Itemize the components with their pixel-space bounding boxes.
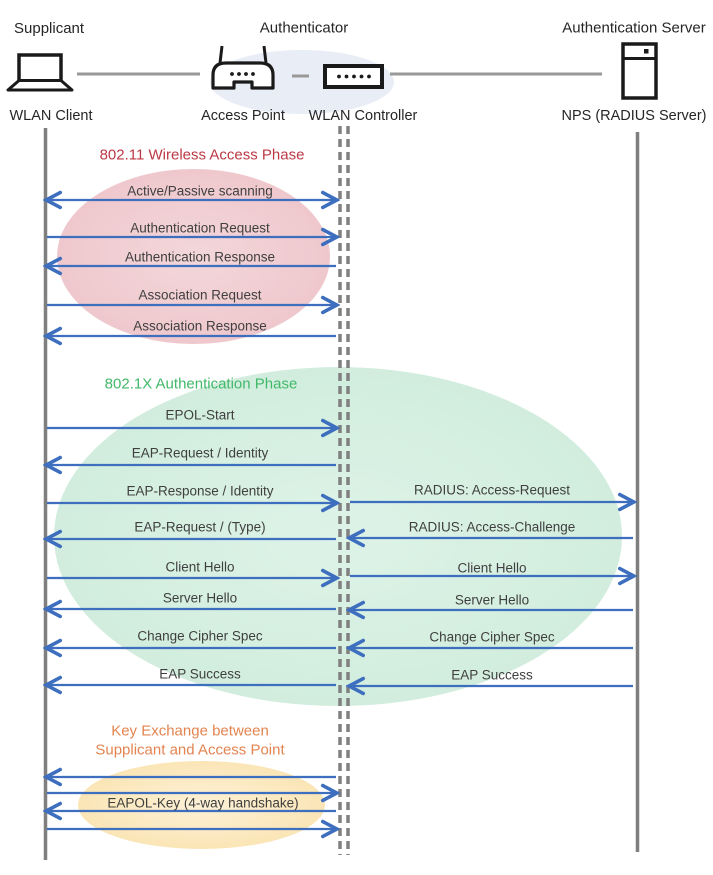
- label-nps-radius-server: NPS (RADIUS Server): [561, 108, 707, 124]
- message-label: EAP-Response / Identity: [126, 483, 274, 499]
- label-access-point: Access Point: [201, 108, 285, 124]
- label-wlan-client: WLAN Client: [9, 108, 93, 124]
- message-label: EAP Success: [451, 667, 533, 683]
- message-label: Authentication Response: [124, 249, 276, 265]
- message-label: RADIUS: Access-Request: [413, 482, 571, 498]
- label-wlan-controller: WLAN Controller: [308, 108, 418, 124]
- message-label: EAP-Request / Identity: [131, 445, 269, 461]
- message-label: Association Response: [133, 318, 267, 334]
- wlan-controller-icon: [323, 64, 384, 89]
- message-label: Active/Passive scanning: [127, 183, 273, 199]
- message-label: Change Cipher Spec: [137, 628, 263, 644]
- role-supplicant: Supplicant: [14, 20, 85, 37]
- laptop-icon: [6, 53, 74, 92]
- message-label: EAP-Request / (Type): [134, 519, 266, 535]
- dot1x-phase-title: 802.1X Authentication Phase: [104, 375, 298, 393]
- message-label: Server Hello: [162, 590, 238, 606]
- message-label: EPOL-Start: [165, 407, 235, 423]
- message-label: RADIUS: Access-Challenge: [408, 519, 576, 535]
- message-label: Change Cipher Spec: [429, 629, 555, 645]
- wireless-phase-title: 802.11 Wireless Access Phase: [99, 146, 305, 164]
- message-label: Authentication Request: [130, 220, 270, 236]
- role-authentication-server: Authentication Server: [562, 19, 706, 37]
- server-icon: [621, 42, 658, 100]
- message-label: EAP Success: [159, 666, 241, 682]
- message-arrows: [47, 200, 633, 829]
- message-label: Client Hello: [165, 559, 235, 575]
- message-label: Client Hello: [457, 560, 527, 576]
- key-exchange-ellipse: [78, 761, 325, 849]
- message-label: Server Hello: [454, 592, 530, 608]
- header-connector-line: [77, 72, 602, 78]
- access-point-icon: [211, 45, 275, 90]
- message-label: EAPOL-Key (4-way handshake): [107, 795, 299, 811]
- key-exchange-title-line1: Key Exchange between: [111, 722, 269, 740]
- role-authenticator: Authenticator: [259, 19, 349, 37]
- message-label: Association Request: [138, 287, 262, 303]
- key-exchange-title-line2: Supplicant and Access Point: [95, 741, 285, 759]
